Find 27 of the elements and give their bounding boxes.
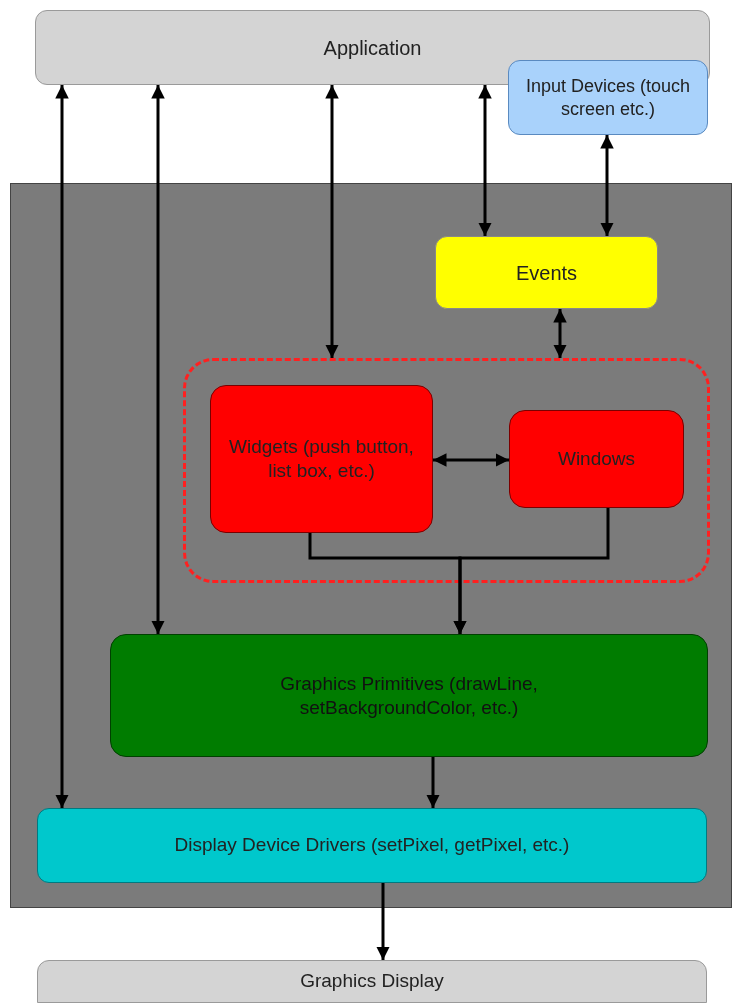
arrow — [55, 85, 69, 808]
arrow — [600, 135, 614, 236]
process-box — [435, 236, 658, 309]
arrow — [325, 85, 339, 358]
node-label: Graphics Display — [300, 969, 444, 994]
node-label: Graphics Primitives (drawLine, setBackgroundColor, etc.) — [279, 671, 539, 720]
group-outline — [183, 358, 710, 583]
arrow — [478, 85, 492, 236]
node-label: Widgets (push button, list box, etc.) — [228, 435, 415, 483]
arrow — [426, 757, 440, 808]
node-label: Application — [323, 35, 422, 61]
layer-box — [110, 634, 708, 757]
node-label: Display Device Drivers (setPixel, getPixel, etc.) — [174, 833, 570, 858]
arrow — [376, 883, 390, 960]
arrow — [151, 85, 165, 634]
node-label: Input Devices (touch screen etc.) — [524, 75, 692, 120]
process-box — [210, 385, 433, 533]
arrow — [553, 309, 567, 358]
layer-box — [37, 808, 707, 883]
node-label: Events — [515, 260, 578, 286]
arrow — [433, 453, 509, 467]
node-label: Windows — [557, 446, 636, 471]
device-box — [508, 60, 708, 135]
arrow — [453, 508, 610, 634]
process-box — [509, 410, 684, 508]
layer-box — [37, 960, 707, 1003]
panel-background — [10, 183, 732, 908]
